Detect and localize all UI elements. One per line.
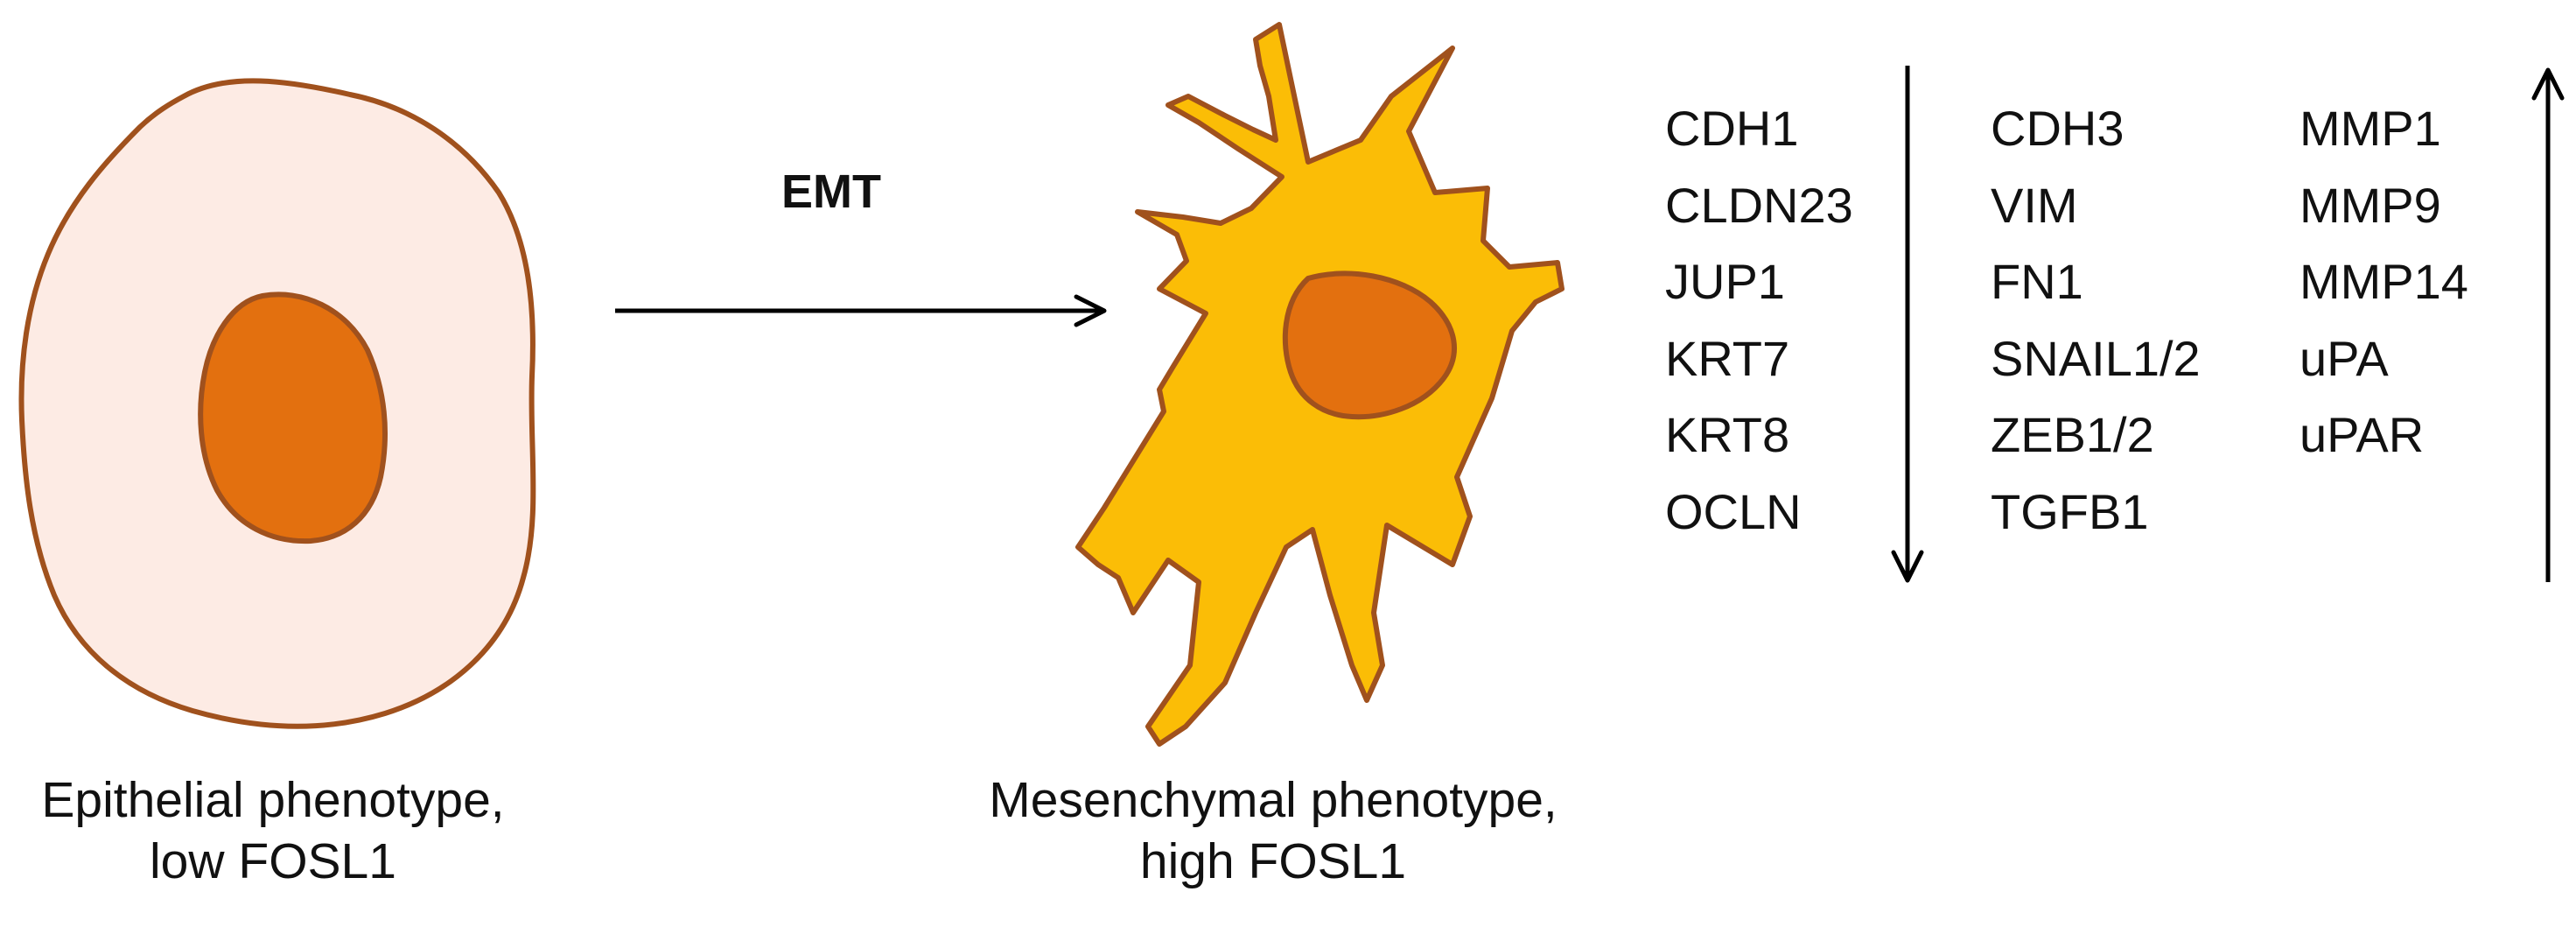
gene-label: ZEB1/2 [1991, 407, 2154, 463]
mesenchymal-caption: Mesenchymal phenotype, high FOSL1 [967, 770, 1579, 892]
mesenchymal-nucleus [1282, 270, 1457, 420]
mesenchymal-caption-line1: Mesenchymal phenotype, [989, 772, 1558, 828]
gene-label: JUP1 [1665, 254, 1785, 310]
gene-label: SNAIL1/2 [1991, 330, 2201, 386]
gene-label: MMP1 [2300, 101, 2441, 156]
gene-label: TGFB1 [1991, 483, 2149, 539]
gene-label: CDH3 [1991, 101, 2124, 156]
epithelial-caption-line1: Epithelial phenotype, [41, 772, 505, 828]
gene-label: MMP14 [2300, 254, 2468, 310]
gene-label: KRT8 [1665, 407, 1790, 463]
epithelial-caption-line2: low FOSL1 [150, 832, 396, 889]
gene-label: FN1 [1991, 254, 2083, 310]
epithelial-caption: Epithelial phenotype, low FOSL1 [0, 770, 546, 892]
gene-label: KRT7 [1665, 330, 1790, 386]
gene-label: CDH1 [1665, 101, 1799, 156]
gene-column-mesenchymal: CDH3 VIM FN1 SNAIL1/2 ZEB1/2 TGFB1 [1991, 90, 2201, 551]
gene-column-upregulated: MMP1 MMP9 MMP14 uPA uPAR [2300, 90, 2468, 474]
mesenchymal-caption-line2: high FOSL1 [1139, 832, 1407, 889]
epithelial-nucleus [198, 291, 388, 544]
gene-label: MMP9 [2300, 177, 2441, 233]
emt-label: EMT [781, 165, 881, 218]
epithelial-cell [18, 78, 536, 729]
gene-label: OCLN [1665, 483, 1802, 539]
gene-label: uPA [2300, 330, 2389, 386]
gene-label: uPAR [2300, 407, 2425, 463]
gene-column-downregulated: CDH1 CLDN23 JUP1 KRT7 KRT8 OCLN [1665, 90, 1853, 551]
gene-label: CLDN23 [1665, 177, 1853, 233]
gene-label: VIM [1991, 177, 2078, 233]
mesenchymal-cell [1075, 22, 1564, 747]
